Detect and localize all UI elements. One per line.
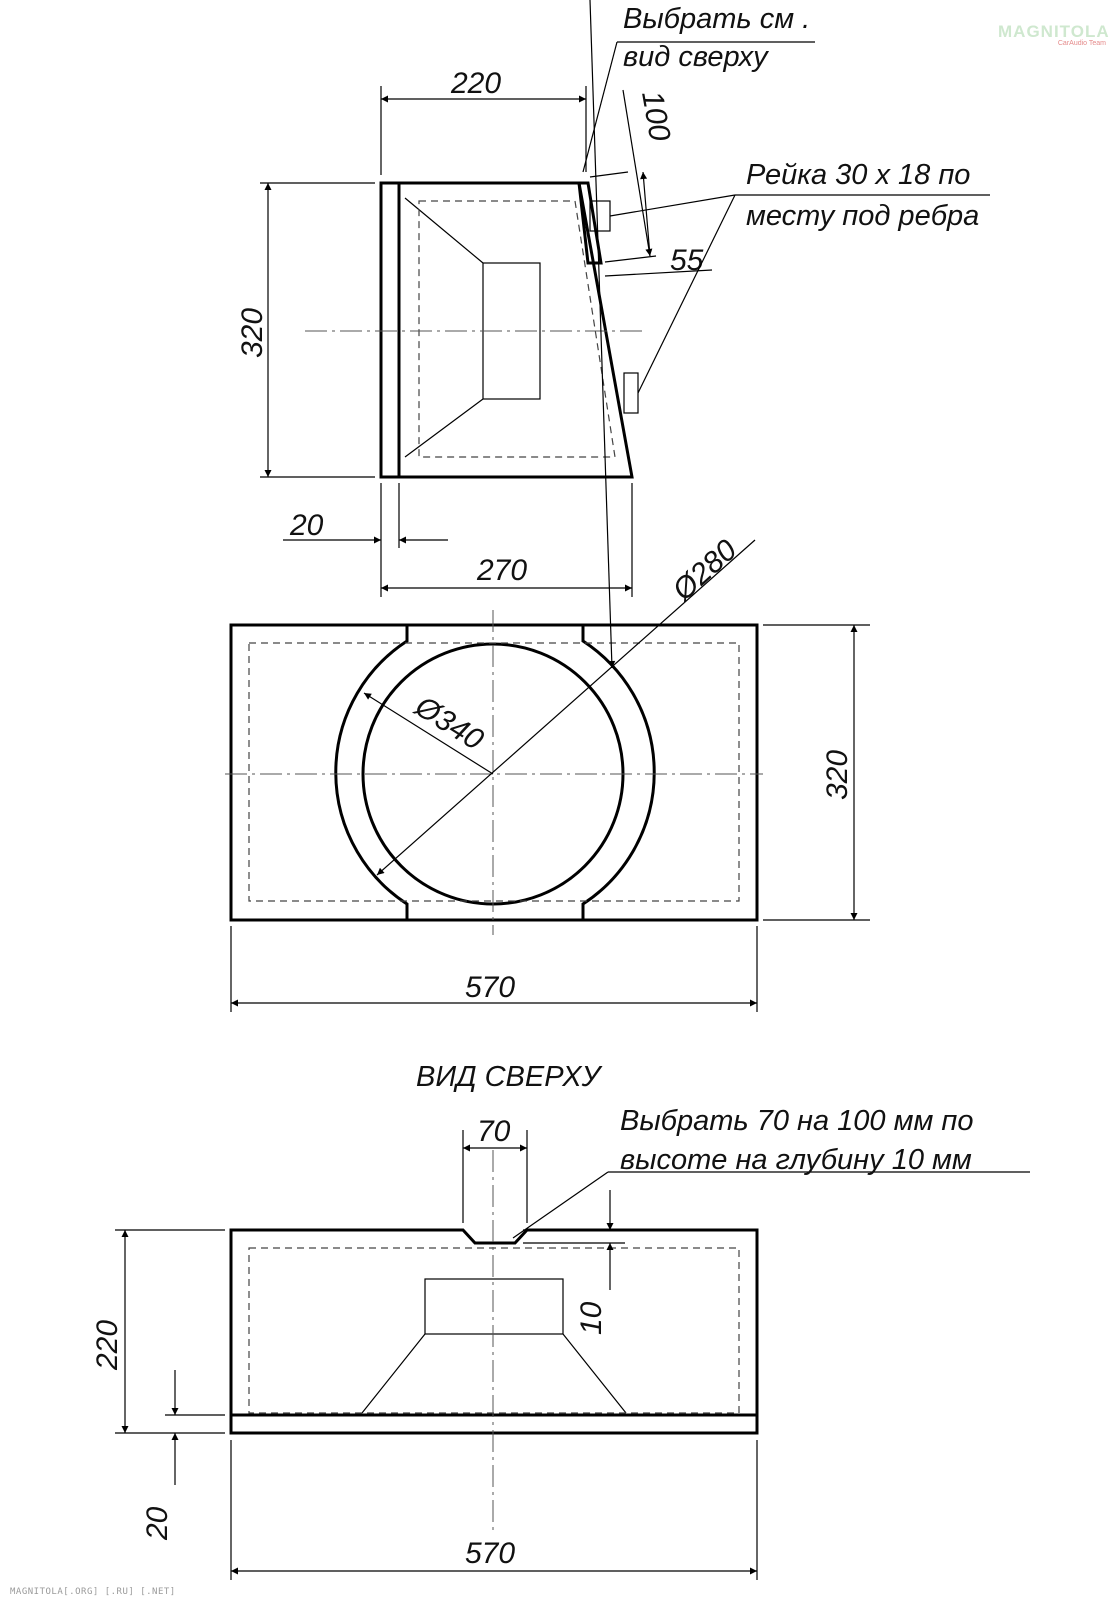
rail-note-leader-lower <box>637 194 736 394</box>
dim-570-top-view-label: 570 <box>465 1537 515 1570</box>
dim-270-label: 270 <box>476 554 527 587</box>
logo-main-text: MAGNITOLA <box>998 22 1110 41</box>
dim-100-label: 100 <box>635 88 676 143</box>
top-view-magnet <box>424 1278 564 1335</box>
top-view-speaker-cone <box>361 1333 627 1414</box>
side-view: 220 320 20 270 100 55 Выбрать см . в <box>236 3 990 597</box>
dim-line-280 <box>376 539 756 876</box>
dim-570-front-label: 570 <box>465 971 515 1004</box>
slot-note-line2: высоте на глубину 10 мм <box>620 1144 972 1176</box>
front-view: Ø340 Ø280 320 570 <box>225 0 870 1012</box>
dim-line-100 <box>622 89 653 257</box>
dim-320-front-label: 320 <box>821 750 854 800</box>
dim-280-label: Ø280 <box>666 533 744 608</box>
slot-note-line1: Выбрать 70 на 100 мм по <box>620 1105 974 1137</box>
top-view-outline <box>229 1228 759 1435</box>
front-view-hidden-contour <box>248 642 740 902</box>
dim-line-55 <box>604 269 713 277</box>
select-note-leader <box>582 41 618 173</box>
rail-note-line1: Рейка 30 x 18 по <box>746 159 970 191</box>
dim-220-top-label: 220 <box>450 67 501 100</box>
rail-note-line2: месту под ребра <box>746 200 979 232</box>
slot-note-leader <box>512 1171 609 1239</box>
dim-10-label: 10 <box>575 1301 608 1335</box>
side-view-speaker-cone <box>404 197 484 458</box>
top-view-title: ВИД СВЕРХУ <box>416 1061 603 1093</box>
dim-320-side-label: 320 <box>236 308 269 358</box>
dim-20-side-label: 20 <box>289 509 324 542</box>
side-view-rail-lower <box>623 372 639 414</box>
dim-20-top-view-label: 20 <box>141 1506 174 1541</box>
magnitola-logo: MAGNITOLA CarAudio Team <box>998 22 1110 50</box>
rail-note-leader-upper <box>609 194 736 217</box>
dim-line-340 <box>363 692 494 775</box>
top-view-hidden-contour <box>248 1247 740 1414</box>
side-view-notch <box>577 181 603 265</box>
front-view-outline <box>229 623 759 922</box>
footer-watermark: MAGNITOLA[.ORG] [.RU] [.NET] <box>10 1587 176 1597</box>
logo-sub-text: CarAudio Team <box>1057 40 1106 47</box>
dim-220-top-view-label: 220 <box>91 1320 124 1371</box>
top-view: ВИД СВЕРХУ 70 Выбрать 70 на 100 мм по вы… <box>91 1061 1030 1580</box>
select-note-line2: вид сверху <box>623 41 769 73</box>
dim-55-label: 55 <box>670 244 704 277</box>
select-note-line1: Выбрать см . <box>623 3 810 35</box>
side-view-outline <box>379 181 634 479</box>
dim-70-label: 70 <box>477 1115 511 1148</box>
side-view-hidden-contour <box>418 200 616 458</box>
